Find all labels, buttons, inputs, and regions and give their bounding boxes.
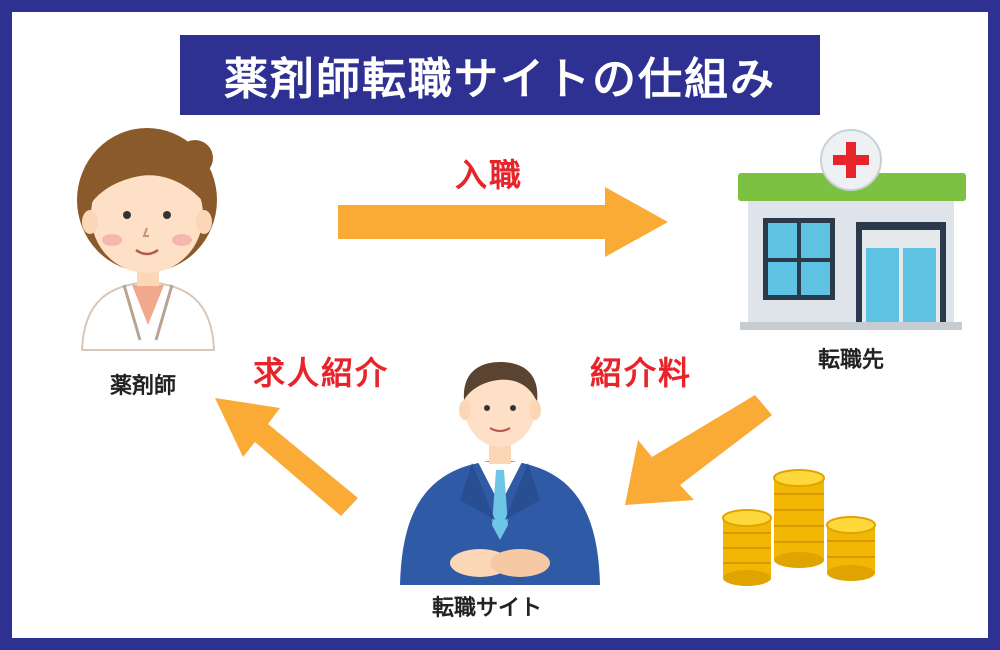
arrow-fee — [625, 395, 772, 505]
flow-label-fee: 紹介料 — [590, 354, 693, 392]
clinic-building-illustration — [738, 129, 966, 330]
coin-stacks-illustration — [722, 469, 876, 586]
pharmacist-illustration — [77, 128, 217, 351]
diagram-title: 薬剤師転職サイトの仕組み — [224, 54, 776, 105]
flow-label-introduction: 求人紹介 — [253, 354, 390, 392]
node-label-pharmacist: 薬剤師 — [110, 374, 177, 399]
node-label-employer: 転職先 — [818, 348, 885, 373]
node-label-site: 転職サイト — [432, 596, 543, 621]
arrow-hire — [338, 187, 668, 257]
recruiter-illustration — [400, 362, 600, 585]
title-banner: 薬剤師転職サイトの仕組み — [180, 35, 820, 115]
arrow-introduction — [215, 398, 358, 516]
flow-label-hire: 入職 — [455, 156, 524, 194]
